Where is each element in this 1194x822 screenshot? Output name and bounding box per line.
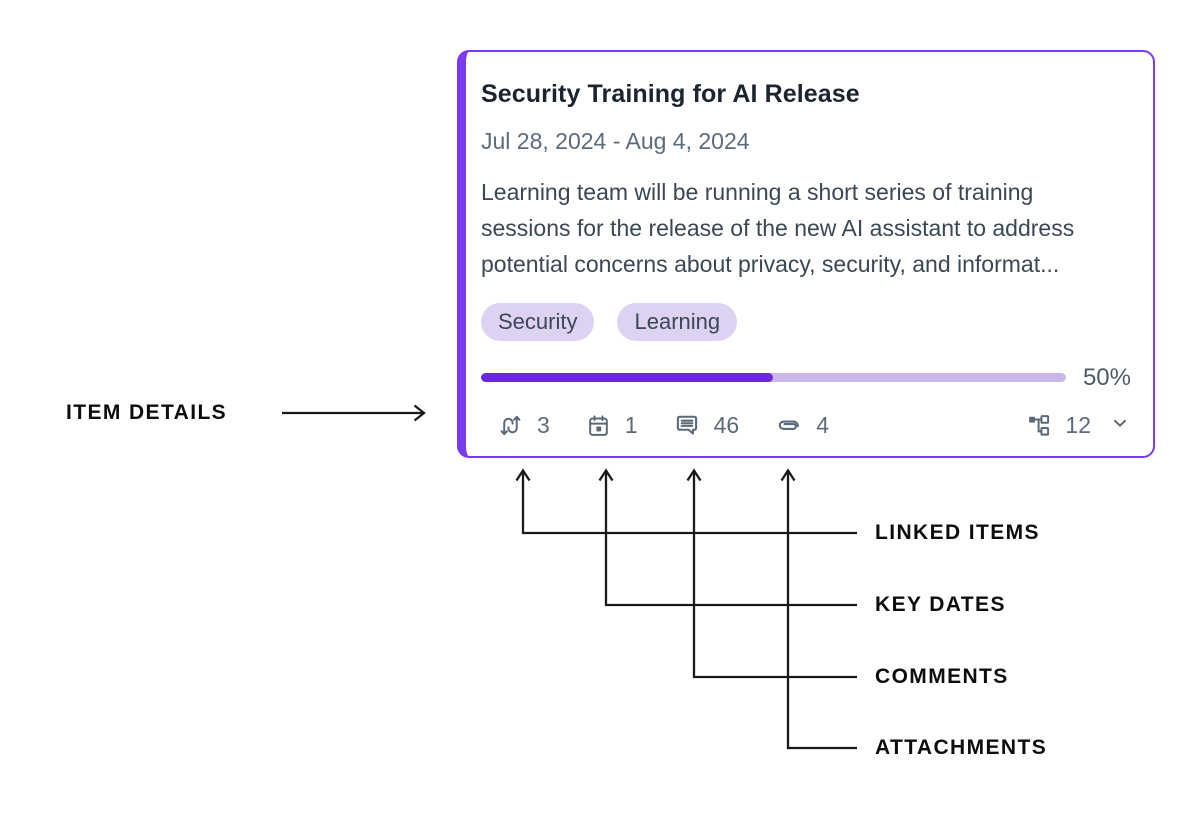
swap-arrows-icon <box>498 413 523 438</box>
attachments-label: ATTACHMENTS <box>875 736 1048 759</box>
linked-items-label: LINKED ITEMS <box>875 521 1040 544</box>
progress-fill <box>481 373 774 382</box>
tag-row: Security Learning <box>481 303 1131 341</box>
linked-items-stat[interactable]: 3 <box>498 412 550 438</box>
item-details-arrowhead <box>413 404 426 422</box>
comments-arrowhead <box>686 468 702 482</box>
progress-percent-label: 50% <box>1082 363 1131 391</box>
paperclip-icon <box>775 412 802 439</box>
key-dates-label: KEY DATES <box>875 593 1006 616</box>
linked-items-arrowhead <box>515 468 531 482</box>
item-details-label: ITEM DETAILS <box>66 401 228 424</box>
progress-row: 50% <box>481 364 1131 391</box>
key-dates-count: 1 <box>624 412 638 438</box>
hierarchy-icon <box>1026 413 1051 438</box>
expand-card-button[interactable] <box>1109 412 1131 439</box>
comments-count: 46 <box>713 412 740 438</box>
key-dates-line <box>604 471 857 607</box>
linked-items-line <box>521 471 857 535</box>
card-date-range: Jul 28, 2024 - Aug 4, 2024 <box>481 128 750 154</box>
comments-line <box>692 471 857 679</box>
calendar-icon <box>586 413 611 438</box>
attachments-arrowhead <box>780 468 796 482</box>
tag-security[interactable]: Security <box>481 303 595 341</box>
key-dates-arrowhead <box>598 468 614 482</box>
card-description: Learning team will be running a short se… <box>481 174 1131 282</box>
comment-icon <box>674 412 700 438</box>
linked-items-count: 3 <box>537 412 550 438</box>
card-description-line: Learning team will be running a short se… <box>481 179 1034 205</box>
card-description-line: potential concerns about privacy, securi… <box>481 251 1060 277</box>
card-description-line: sessions for the release of the new AI a… <box>481 215 1075 241</box>
attachments-count: 4 <box>816 412 829 438</box>
comments-stat[interactable]: 46 <box>674 412 740 438</box>
item-card[interactable]: Security Training for AI Release Jul 28,… <box>457 50 1155 458</box>
key-dates-stat[interactable]: 1 <box>586 412 638 438</box>
card-stats-row: 3 1 46 <box>481 410 1131 440</box>
attachments-stat[interactable]: 4 <box>775 412 829 439</box>
sub-items-stat[interactable]: 12 <box>1026 412 1091 438</box>
card-title: Security Training for AI Release <box>481 80 860 108</box>
tag-learning[interactable]: Learning <box>617 303 738 341</box>
comments-label: COMMENTS <box>875 665 1009 688</box>
chevron-down-icon <box>1109 412 1131 439</box>
sub-items-count: 12 <box>1065 412 1091 438</box>
progress-bar <box>481 373 1066 382</box>
attachments-line <box>786 471 857 750</box>
